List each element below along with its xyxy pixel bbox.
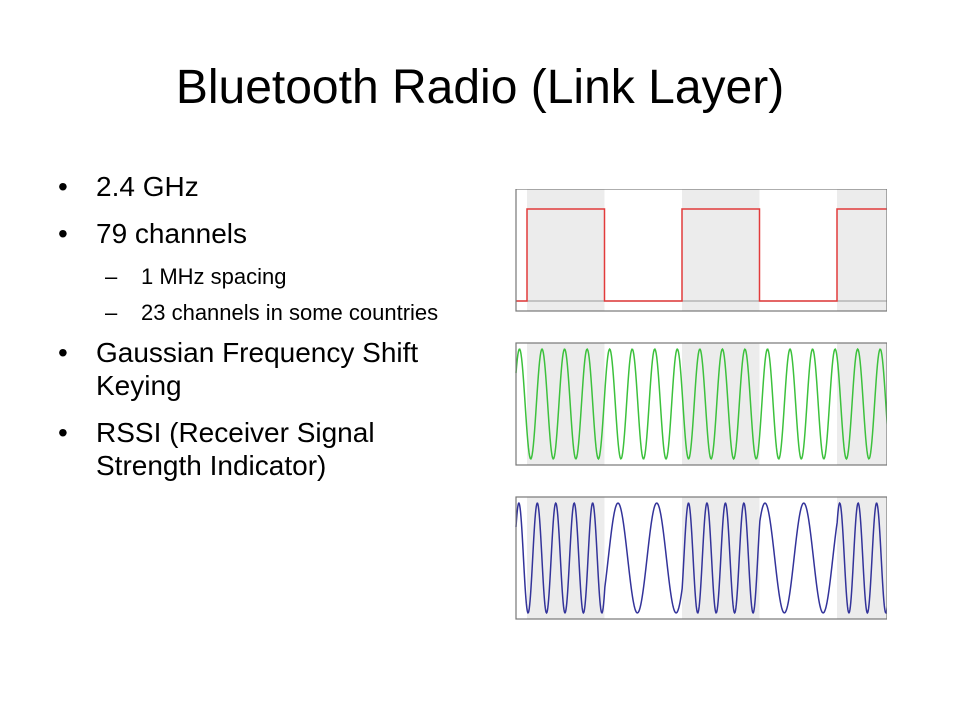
bullet-list: 2.4 GHz 79 channels 1 MHz spacing 23 cha… [58, 170, 458, 496]
panel-border [515, 496, 887, 620]
carrier-wave-trace [515, 347, 887, 461]
panel-border [515, 189, 887, 312]
slide-title: Bluetooth Radio (Link Layer) [175, 61, 785, 114]
digital-signal-trace [516, 208, 887, 302]
bit-one-region [682, 189, 760, 311]
bit-one-region [837, 189, 887, 311]
fsk-signal-trace [515, 501, 887, 615]
modulation-diagram [512, 189, 887, 621]
bit-one-region [527, 189, 605, 311]
modulation-svg [515, 189, 887, 620]
bullet-frequency: 2.4 GHz [58, 170, 458, 203]
bullet-rssi: RSSI (Receiver Signal Strength Indicator… [58, 416, 458, 482]
bullet-gfsk: Gaussian Frequency Shift Keying [58, 336, 458, 402]
panel-border [515, 342, 887, 466]
digital-signal-panel [515, 189, 887, 312]
fsk-signal-panel [515, 496, 887, 620]
bit-one-region [837, 343, 887, 465]
sub-bullet-spacing: 1 MHz spacing [58, 264, 458, 290]
carrier-wave-panel [515, 342, 887, 466]
bullet-channels: 79 channels [58, 217, 458, 250]
sub-bullet-some-countries: 23 channels in some countries [58, 300, 458, 326]
